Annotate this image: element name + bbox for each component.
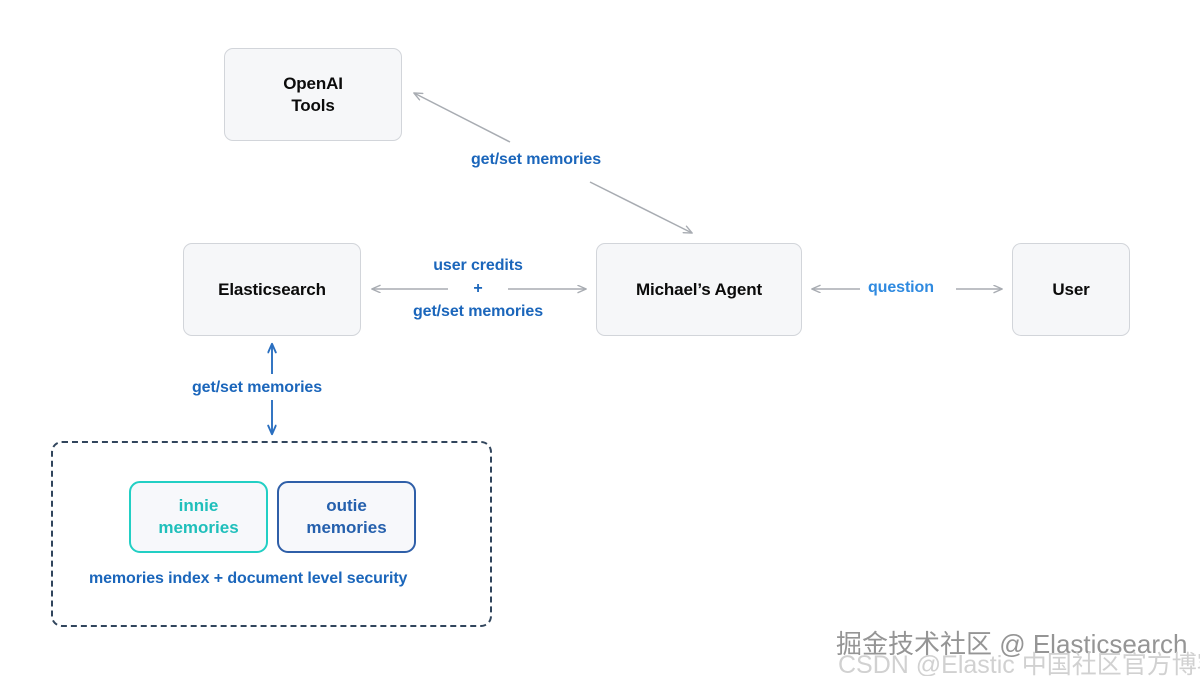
node-openai-tools[interactable]: OpenAI Tools [224, 48, 402, 141]
card-innie-memories-label: innie memories [158, 495, 238, 540]
edge-label-elasticsearch-agent: user credits + get/set memories [370, 254, 586, 324]
card-innie-memories[interactable]: innie memories [129, 481, 268, 553]
node-user[interactable]: User [1012, 243, 1130, 336]
node-elasticsearch[interactable]: Elasticsearch [183, 243, 361, 336]
edge-label-question: question [868, 279, 934, 296]
edge-label-getset-memories: get/set memories [412, 303, 543, 321]
card-innie-label-line1: innie [178, 495, 219, 515]
node-michaels-agent-label: Michael’s Agent [636, 279, 762, 299]
card-innie-label-line2: memories [158, 518, 239, 537]
node-openai-tools-label: OpenAI Tools [283, 73, 343, 117]
node-openai-tools-label-line2: Tools [291, 95, 335, 115]
watermark-juejin: 掘金技术社区 @ Elasticsearch [836, 629, 1188, 659]
node-openai-tools-label-line1: OpenAI [283, 73, 343, 93]
watermark-csdn: CSDN @Elastic 中国社区官方博客 [838, 651, 1200, 676]
memories-index-caption: memories index + document level security [89, 570, 408, 587]
node-elasticsearch-label: Elasticsearch [218, 279, 326, 299]
edge-label-user-credits: user credits [433, 257, 523, 274]
edge-label-vertical-memories: get/set memories [192, 379, 323, 396]
card-outie-label-line2: memories [306, 518, 387, 537]
card-outie-memories-label: outie memories [306, 495, 386, 540]
memories-index-container [51, 441, 492, 627]
card-outie-memories[interactable]: outie memories [277, 481, 416, 553]
edge-label-tools-memories: get/set memories [471, 151, 602, 168]
edge-label-plus-sign: + [473, 280, 483, 298]
node-user-label: User [1052, 279, 1090, 299]
card-outie-label-line1: outie [326, 495, 367, 515]
node-michaels-agent[interactable]: Michael’s Agent [596, 243, 802, 336]
